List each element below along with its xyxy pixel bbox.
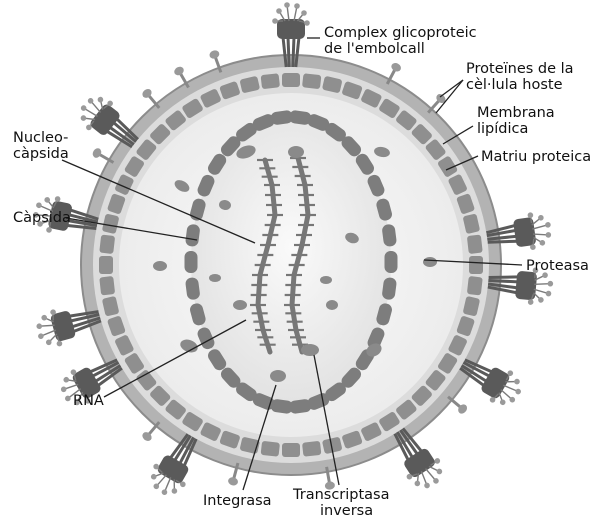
spike-glycan xyxy=(284,2,290,8)
label-integrase: Integrasa xyxy=(203,493,272,509)
spike-glycan xyxy=(80,114,88,122)
inner-protein-blob xyxy=(423,257,437,267)
spike-head xyxy=(515,271,537,301)
matrix-protein-block xyxy=(469,256,483,274)
matrix-protein-block xyxy=(261,73,280,89)
spike-glycan xyxy=(528,299,534,305)
label-lipid-membrane: Membrana lipídica xyxy=(477,105,559,137)
spike-stalk xyxy=(288,37,289,67)
spike-glycan xyxy=(539,240,545,246)
spike-glycan xyxy=(545,222,551,228)
matrix-protein-block xyxy=(282,73,300,87)
spike-glycan xyxy=(41,314,48,321)
spike-glycan xyxy=(161,488,169,496)
host-protein-head xyxy=(390,61,403,73)
matrix-protein-block xyxy=(282,443,300,457)
spike-glycan xyxy=(545,232,551,238)
spike-glycan xyxy=(301,10,307,16)
spike-glycan xyxy=(294,3,300,9)
spike-glycan xyxy=(527,212,533,218)
label-capsid: Càpsida xyxy=(13,210,71,226)
spike-glycan xyxy=(513,378,521,386)
spike-glycan xyxy=(37,333,44,340)
inner-protein-blob xyxy=(153,261,167,271)
spike-glycan xyxy=(547,281,553,287)
label-host-proteins: Proteïnes de la cèl·lula hoste xyxy=(466,61,578,93)
spike-glycan xyxy=(96,96,104,104)
spike-glycan xyxy=(514,388,522,396)
matrix-protein-block xyxy=(467,235,483,254)
spike-glycan xyxy=(304,20,310,26)
spike-glycan xyxy=(54,196,61,203)
label-nucleocapsid: Nucleo- càpsida xyxy=(13,130,73,162)
host-protein-head xyxy=(173,65,186,77)
inner-protein-blob xyxy=(301,344,319,356)
matrix-protein-block xyxy=(99,276,115,295)
spike-glycan xyxy=(36,323,43,330)
host-protein-head xyxy=(227,476,239,486)
inner-protein-blob xyxy=(320,276,332,284)
matrix-protein-block xyxy=(261,441,280,457)
label-protein-matrix: Matriu proteica xyxy=(481,149,591,165)
capsid-protein-segment xyxy=(185,251,198,273)
capsid-protein-segment xyxy=(385,251,398,273)
label-protease: Proteasa xyxy=(526,258,589,274)
inner-protein-blob xyxy=(326,300,338,310)
inner-protein-blob xyxy=(233,300,247,310)
spike-glycan xyxy=(36,202,43,209)
spike-stalk xyxy=(293,37,294,67)
spike-glycan xyxy=(56,340,63,347)
label-envelope-glycoprotein: Complex glicoproteic de l'embolcall xyxy=(324,25,481,57)
matrix-protein-block xyxy=(467,276,483,295)
host-protein-head xyxy=(208,49,220,60)
spike-glycan xyxy=(276,8,282,14)
spike-glycan xyxy=(423,482,431,490)
host-protein-head xyxy=(91,147,103,160)
inner-protein-blob xyxy=(270,370,286,382)
spike-glycan xyxy=(545,291,551,297)
matrix-protein-block xyxy=(99,256,113,274)
spike-glycan xyxy=(272,18,278,24)
label-reverse-transcriptase: Transcriptasa inversa xyxy=(292,487,394,519)
spike-glycan xyxy=(62,376,70,384)
matrix-protein-block xyxy=(302,73,321,89)
label-rna: RNA xyxy=(73,393,104,409)
matrix-protein-block xyxy=(302,441,321,457)
spike-glycan xyxy=(413,480,421,488)
matrix-protein-block xyxy=(99,235,115,254)
spike-glycan xyxy=(60,385,68,393)
inner-protein-blob xyxy=(209,274,221,282)
spike-glycan xyxy=(499,398,507,406)
spike-glycan xyxy=(171,487,179,495)
spike-glycan xyxy=(80,104,88,112)
spike-glycan xyxy=(436,468,444,476)
spike-glycan xyxy=(150,473,158,481)
inner-protein-blob xyxy=(288,146,304,158)
